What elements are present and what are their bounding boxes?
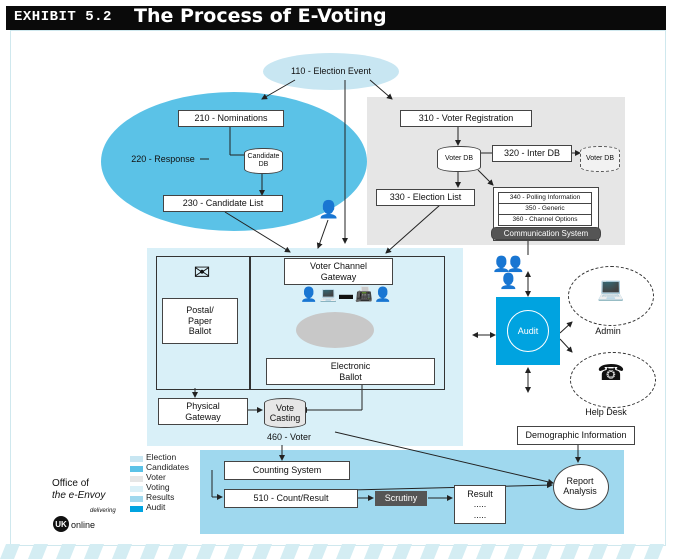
logo-online: online [71, 520, 96, 530]
arrow-db-to-comm [477, 169, 494, 186]
logo-delivering: delivering [90, 508, 116, 514]
node-voter-db-external: Voter DB [580, 146, 620, 172]
arrow-audit-to-helpdesk [559, 338, 573, 353]
voting-booth-icon [296, 312, 374, 348]
node-candidate-list: 230 - Candidate List [163, 195, 283, 212]
legend-label-candidates: Candidates [146, 462, 190, 472]
node-postal-ballot: Postal/ Paper Ballot [162, 298, 238, 344]
legend-swatch-audit [130, 506, 143, 512]
channel-devices-icons: 👤💻▬📠👤 [300, 286, 394, 302]
node-report-analysis-shape [553, 464, 609, 510]
node-inter-db: 320 - Inter DB [492, 145, 572, 162]
admin-label: Admin [595, 326, 621, 336]
node-voter-registration: 310 - Voter Registration [400, 110, 532, 127]
node-voter-channel-gateway: Voter Channel Gateway [284, 258, 393, 285]
logo-uk-badge: UK [53, 516, 69, 532]
diagram-title: The Process of E-Voting [134, 5, 387, 27]
bottom-decorative-stripe [0, 544, 664, 559]
electronic-channel-frame [250, 256, 445, 390]
arrow-list-to-gateway [224, 211, 291, 253]
admin-figure-icon: 💻 [597, 276, 625, 301]
arrow-person-to-gateway [316, 219, 329, 249]
node-voter-460: 460 - Voter [266, 432, 312, 442]
logo-line-2: the e-Envoy [52, 490, 106, 501]
legend-label-voter: Voter [146, 472, 166, 482]
node-demographic-information: Demographic Information [517, 426, 635, 445]
legend-label-audit: Audit [146, 502, 166, 512]
node-communication-system: Communication System [491, 227, 601, 240]
node-voter-db: Voter DB [437, 146, 481, 172]
helpdesk-illustration [570, 352, 656, 408]
node-physical-gateway: Physical Gateway [158, 398, 248, 425]
node-channel-options: 360 - Channel Options [498, 214, 592, 226]
node-result: Result ..... ..... [454, 485, 506, 524]
arrow-event-to-nominations [261, 79, 296, 100]
arrow-event-to-registration [369, 79, 393, 100]
arrow-list-to-gateway-right [385, 204, 441, 254]
diagram-frame [10, 30, 666, 546]
legend-label-voting: Voting [146, 482, 170, 492]
legend-swatch-candidates [130, 466, 143, 472]
voters-group-icon: 👤👤👤 [492, 256, 524, 291]
node-count-result: 510 - Count/Result [224, 489, 358, 508]
exhibit-header-bar [6, 6, 666, 30]
node-nominations: 210 - Nominations [178, 110, 284, 127]
legend-swatch-voting [130, 486, 143, 492]
person-icon: 👤 [318, 200, 340, 219]
node-audit: Audit [496, 297, 560, 365]
helpdesk-label: Help Desk [585, 407, 627, 417]
node-election-list: 330 - Election List [376, 189, 475, 206]
node-report-analysis: Report Analysis [563, 476, 597, 497]
node-response: 220 - Response [131, 154, 195, 164]
arrow-audit-to-admin [559, 321, 573, 334]
logo-line-1: Office of [52, 478, 90, 489]
audit-circle: Audit [507, 310, 549, 352]
logo-uk: UK [55, 519, 67, 529]
exhibit-number: EXHIBIT 5.2 [14, 9, 112, 25]
admin-illustration [568, 266, 654, 326]
arrow-count-to-report [349, 482, 553, 491]
legend-swatch-voter [130, 476, 143, 482]
helpdesk-figure-icon: ☎ [597, 360, 625, 385]
node-scrutiny: Scrutiny [375, 491, 427, 506]
legend-swatch-results [130, 496, 143, 502]
node-election-event: 110 - Election Event [291, 66, 371, 76]
legend-label-results: Results [146, 492, 175, 502]
e-envoy-logo: Office of the e-Envoy delivering UK onli… [40, 468, 120, 532]
legend-label-election: Election [146, 452, 177, 462]
node-counting-system: Counting System [224, 461, 350, 480]
node-electronic-ballot: Electronic Ballot [266, 358, 435, 385]
legend-swatch-election [130, 456, 143, 462]
node-candidate-db: Candidate DB [244, 148, 283, 174]
envelope-icon: ✉ [193, 262, 211, 284]
election-event-region [263, 53, 399, 90]
arrow-voter-to-report [334, 431, 554, 485]
postal-channel-frame [156, 256, 250, 390]
node-vote-casting: Vote Casting [264, 398, 306, 428]
